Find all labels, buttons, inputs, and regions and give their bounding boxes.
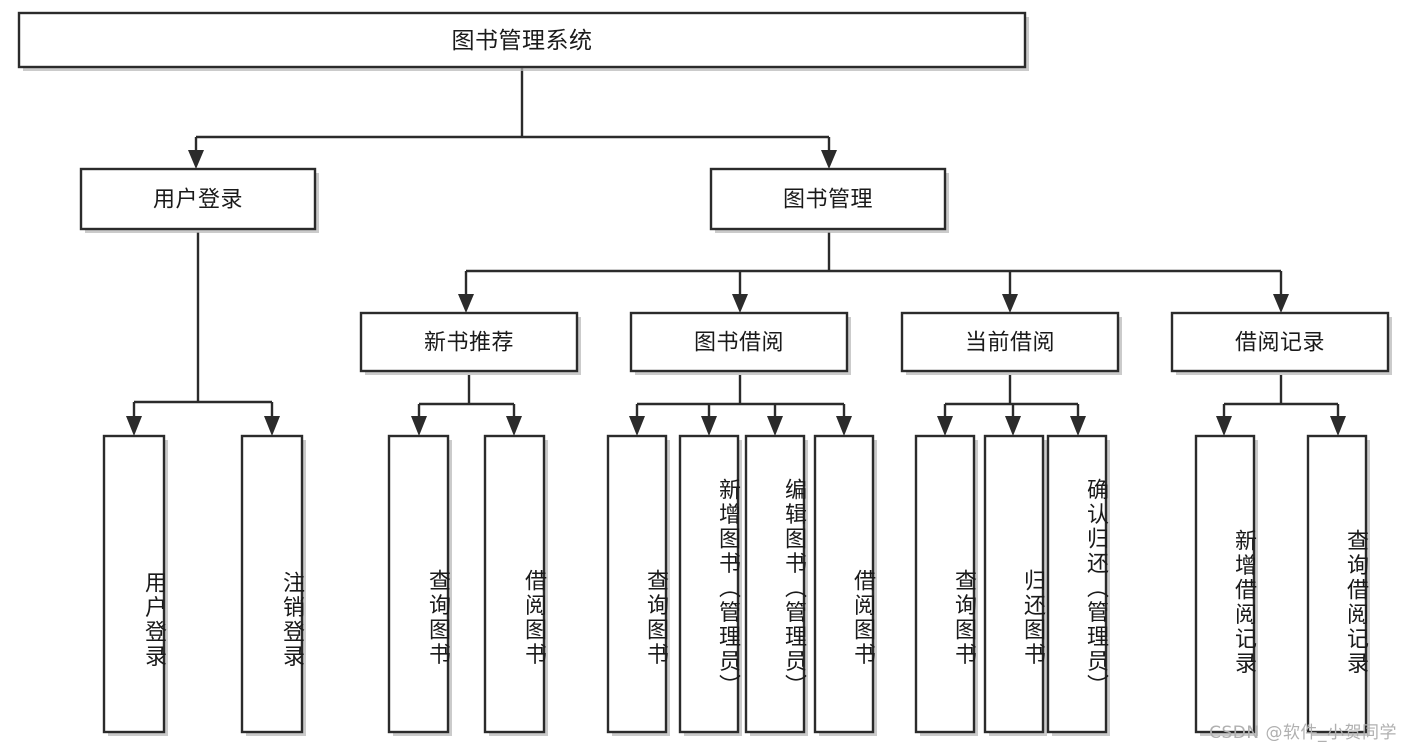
arrow-head-current-borrow xyxy=(1002,294,1018,313)
node-user-login-label: 用户登录 xyxy=(153,188,243,213)
arrow-head-nb-query xyxy=(411,416,427,436)
node-book-management-label: 图书管理 xyxy=(783,188,873,213)
csdn-watermark: CSDN @软件_小贺同学 xyxy=(1209,723,1397,743)
arrow-head-leaf-logout xyxy=(264,416,280,436)
connector-group-book-borrow xyxy=(629,375,852,436)
node-borrow-record[interactable]: 借阅记录 xyxy=(1170,311,1392,375)
leaf-box-nb-borrow-book[interactable] xyxy=(483,434,546,734)
leaf-box-nb-query-book[interactable] xyxy=(387,434,450,734)
leaf-box-bb-add-book[interactable] xyxy=(678,434,740,734)
leaf-box-cb-confirm-return[interactable] xyxy=(1046,434,1108,734)
node-book-management[interactable]: 图书管理 xyxy=(709,167,949,233)
leaf-box-bb-query-book[interactable] xyxy=(606,434,668,734)
node-book-borrow-label: 图书借阅 xyxy=(694,331,784,356)
connector-group-borrow-record xyxy=(1216,375,1346,436)
leaf-box-bb-edit-book[interactable] xyxy=(744,434,806,734)
leaf-group-user-login xyxy=(102,434,306,736)
leaf-group-book-borrow xyxy=(606,434,877,736)
arrow-head-user-login xyxy=(188,150,204,169)
leaf-group-new-book xyxy=(387,434,548,736)
node-new-book-recommend[interactable]: 新书推荐 xyxy=(359,311,581,375)
connector-group-book-mgmt xyxy=(458,232,1289,313)
leaf-box-user-login[interactable] xyxy=(102,434,166,734)
leaf-box-logout[interactable] xyxy=(240,434,304,734)
connector-group-user-login xyxy=(126,232,280,436)
arrow-head-bb-query xyxy=(629,416,645,436)
arrow-head-br-add xyxy=(1216,416,1232,436)
leaf-box-br-add-record[interactable] xyxy=(1194,434,1256,734)
node-user-login[interactable]: 用户登录 xyxy=(79,167,319,233)
node-root-label: 图书管理系统 xyxy=(452,28,593,54)
arrow-head-cb-query xyxy=(937,416,953,436)
arrow-head-new-book xyxy=(458,294,474,313)
arrow-head-nb-borrow xyxy=(506,416,522,436)
connector-group-root xyxy=(188,67,837,169)
arrow-head-borrow-record xyxy=(1273,294,1289,313)
leaf-box-br-query-record[interactable] xyxy=(1306,434,1368,734)
node-current-borrow[interactable]: 当前借阅 xyxy=(900,311,1122,375)
arrow-head-bb-borrow xyxy=(836,416,852,436)
leaf-box-cb-query-book[interactable] xyxy=(914,434,976,734)
leaf-group-current-borrow xyxy=(914,434,1110,736)
leaf-group-borrow-record xyxy=(1194,434,1370,736)
arrow-head-book-borrow xyxy=(732,294,748,313)
node-book-borrow[interactable]: 图书借阅 xyxy=(629,311,851,375)
node-new-book-recommend-label: 新书推荐 xyxy=(424,331,514,356)
arrow-head-cb-confirm xyxy=(1070,416,1086,436)
node-borrow-record-label: 借阅记录 xyxy=(1235,331,1325,356)
node-current-borrow-label: 当前借阅 xyxy=(965,331,1055,356)
connector-group-current-borrow xyxy=(937,375,1086,436)
arrow-head-br-query xyxy=(1330,416,1346,436)
leaf-box-bb-borrow-book[interactable] xyxy=(813,434,875,734)
arrow-head-bb-add xyxy=(701,416,717,436)
connector-group-new-book xyxy=(411,375,522,436)
arrow-head-cb-return xyxy=(1005,416,1021,436)
arrow-head-bb-edit xyxy=(767,416,783,436)
node-root[interactable]: 图书管理系统 xyxy=(17,11,1029,71)
arrow-head-leaf-user-login xyxy=(126,416,142,436)
arrow-head-book-mgmt xyxy=(821,150,837,169)
leaf-box-cb-return-book[interactable] xyxy=(983,434,1045,734)
